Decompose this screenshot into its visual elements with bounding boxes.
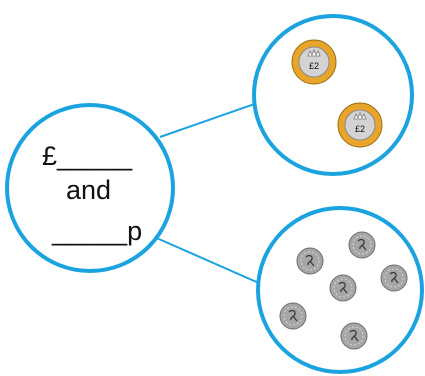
ten-pence-coin-icon — [296, 247, 324, 275]
coin-label: £2 — [309, 61, 319, 71]
ten-pence-coin-icon — [348, 231, 376, 259]
pounds-blank-line: £_____ — [42, 141, 133, 171]
ten-pence-coin-icon — [279, 302, 307, 330]
pence-blank-line: _____p — [52, 216, 143, 246]
ten-pence-coin-icon — [340, 322, 368, 350]
whole-circle — [5, 103, 175, 273]
ten-pence-coin-icon — [380, 264, 408, 292]
connector-line-top — [159, 100, 264, 138]
ten-pence-coin-icon — [329, 274, 357, 302]
coin-label: £2 — [355, 124, 365, 134]
and-text: and — [66, 175, 112, 205]
two-pound-coin-icon: £2 — [337, 102, 383, 148]
connector-line-bottom — [151, 235, 269, 288]
two-pound-coin-icon: £2 — [291, 39, 337, 85]
pounds-part-circle — [252, 14, 414, 176]
